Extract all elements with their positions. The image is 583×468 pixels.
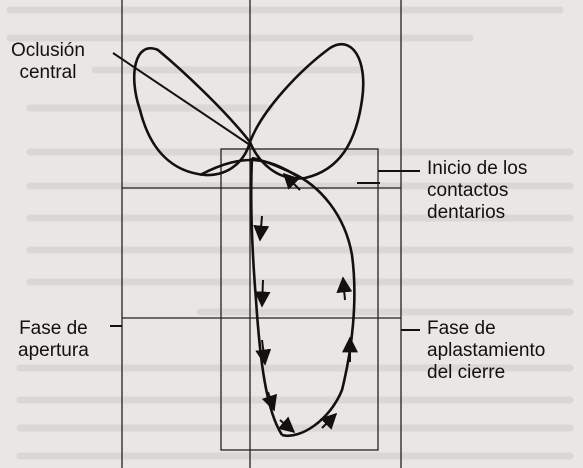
label-line: contactos [427, 180, 509, 201]
label-opening-phase: Fase de apertura [18, 318, 89, 362]
closing-path [251, 156, 356, 438]
arrow [320, 412, 338, 430]
label-contact-start: Inicio de los contactos dentarios [427, 158, 527, 224]
leader-oclusion [112, 52, 251, 146]
chewing-cycle-loop [249, 156, 358, 438]
right-lobe [248, 42, 365, 180]
opening-path [249, 157, 284, 436]
label-line: Fase de [19, 318, 88, 339]
arrow [253, 215, 270, 242]
arrow [282, 172, 301, 191]
leader-lines [110, 52, 420, 331]
label-line: apertura [18, 340, 89, 361]
label-crushing-phase: Fase de aplastamiento del cierre [427, 318, 545, 384]
border-movement-lobes [132, 42, 365, 180]
label-line: dentarios [427, 202, 506, 223]
arrow [336, 276, 353, 301]
contact-zone-box [220, 148, 379, 451]
label-central-occlusion: Oclusión central [11, 40, 85, 84]
label-line: Oclusión [11, 40, 85, 61]
arrow [255, 339, 272, 366]
label-line: aplastamiento [427, 340, 546, 361]
left-lobe [132, 47, 252, 177]
arrow [277, 416, 296, 434]
label-line: central [19, 62, 77, 83]
label-line: Inicio de los [427, 158, 528, 179]
grid-frame [121, 0, 402, 468]
arrow [261, 391, 278, 412]
label-line: Fase de [427, 318, 496, 339]
arrow [254, 279, 271, 308]
label-line: del cierre [427, 362, 506, 383]
